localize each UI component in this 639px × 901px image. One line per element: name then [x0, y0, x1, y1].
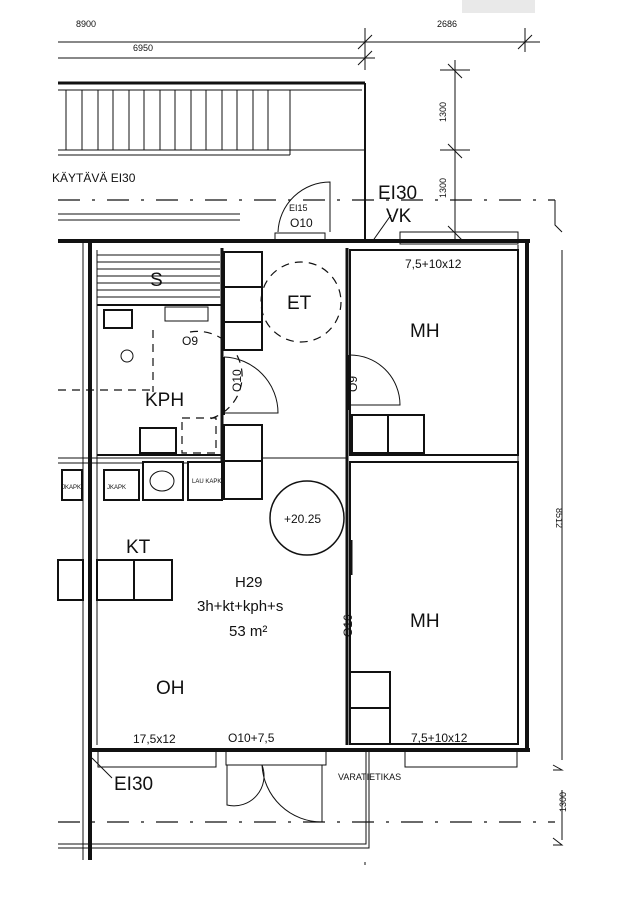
cabinet-label-1: JKAPK: [107, 485, 126, 491]
window-lower-frame: [404, 748, 518, 768]
door-closet-swing[interactable]: [223, 356, 279, 415]
grid-marker: [554, 200, 563, 233]
door-entrance-closet: O10: [230, 369, 244, 392]
door-bedroom-lower: O16: [341, 614, 355, 637]
interior-walls: [97, 248, 519, 745]
cabinet-label-3: LAU KAPK: [192, 479, 221, 485]
window-living-frame: [97, 748, 217, 768]
apartment-id: H29: [235, 574, 263, 591]
bathroom-fixtures: [58, 330, 243, 454]
corridor-label: KÄYTÄVÄ EI30: [52, 171, 136, 185]
door-bathroom: O9: [182, 334, 198, 348]
window-upper-bedroom: 7,5+10x12: [405, 257, 462, 271]
apartment-area: 53 m²: [229, 623, 267, 640]
entry-door-size: O10: [290, 216, 313, 230]
leader-line-balcony: [91, 757, 113, 779]
sauna-benches: [97, 254, 220, 329]
room-bedroom-lower: MH: [410, 611, 440, 632]
room-living: OH: [156, 678, 185, 699]
railing-block: [58, 81, 366, 240]
window-upper: [399, 231, 519, 245]
floor-level: +20.25: [284, 512, 321, 526]
dim-top-inner: 6950: [133, 43, 153, 53]
dim-top-total: 8900: [76, 19, 96, 29]
door-balcony: O10+7,5: [228, 731, 275, 745]
dimension-lines: [58, 28, 563, 840]
cabinet-label-2: JKAPK: [62, 485, 81, 491]
door-bedroom-upper: O9: [346, 376, 360, 392]
entrance-turning-circle: [260, 261, 342, 343]
room-kitchen: KT: [126, 537, 151, 558]
entry-door-class: EI15: [289, 203, 308, 213]
door-bedroom-upper-swing[interactable]: [348, 354, 401, 410]
apartment-type: 3h+kt+kph+s: [197, 598, 283, 615]
entry-vk: VK: [386, 206, 412, 227]
room-entrance: ET: [287, 293, 312, 314]
closets: [57, 251, 425, 745]
dim-right-main: 8512: [554, 508, 564, 528]
leader-line: [371, 214, 392, 243]
dim-right-upper-1: 1300: [438, 102, 448, 122]
window-living: 17,5x12: [133, 732, 176, 746]
room-bedroom-upper: MH: [410, 321, 440, 342]
room-sauna: S: [150, 270, 163, 291]
entry-fire-class: EI30: [378, 183, 417, 204]
balcony: [58, 752, 564, 865]
dim-right-lower: 1300: [558, 792, 568, 812]
emergency-exit-label: VARATIETIKAS: [338, 772, 401, 782]
balcony-fire-class: EI30: [114, 774, 153, 795]
dim-right-upper-2: 1300: [438, 178, 448, 198]
balcony-door[interactable]: [225, 748, 327, 823]
window-lower-bedroom: 7,5+10x12: [411, 731, 468, 745]
gray-tab: [462, 0, 535, 13]
level-circle: [269, 480, 345, 556]
dim-top-right: 2686: [437, 19, 457, 29]
room-bathroom: KPH: [145, 390, 184, 411]
